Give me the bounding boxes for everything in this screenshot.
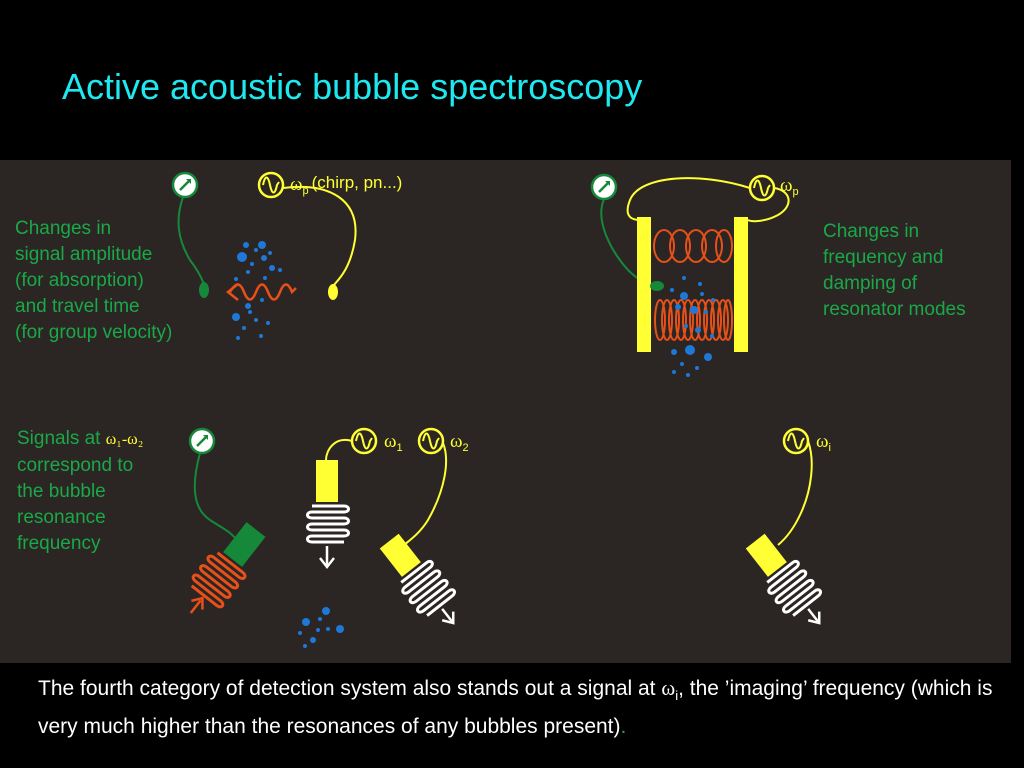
diagram-panel (0, 160, 1011, 663)
imaging-transducer (745, 533, 822, 625)
receiver-transducer (189, 522, 266, 614)
oscillator-2-icon (417, 427, 445, 455)
transmitter-2-cable (403, 442, 448, 546)
transmitter-cable (282, 185, 357, 287)
transmitter-2 (379, 533, 456, 625)
absorption-setup: ωp(chirp, pn...) (171, 171, 402, 340)
transmitter-cable-left (626, 177, 751, 221)
transmitter-cable-right (747, 187, 790, 223)
receiver-cable (177, 196, 205, 286)
transmitter-1-arrow-icon (319, 557, 335, 570)
imaging-setup: ωi (745, 427, 831, 625)
bubble-cloud (670, 276, 715, 377)
resonator-mode-high (654, 299, 733, 341)
mixing-note: Signals at ω₁-ω₂ correspond to the bubbl… (17, 428, 144, 554)
resonator-note: Changes in frequency and damping of reso… (823, 221, 966, 320)
bubble-cloud (298, 607, 344, 648)
acoustic-wave (228, 283, 297, 301)
transmitter-1-wave (306, 504, 350, 544)
bubble-cloud (232, 241, 282, 340)
resonator-plate-left (637, 217, 651, 352)
omega-p-label: ωp(chirp, pn...) (290, 173, 402, 197)
oscillator-icon (748, 174, 776, 202)
omega-1-label: ω1 (384, 431, 403, 454)
caption-text: The fourth category of detection system … (38, 676, 993, 739)
absorption-note: Changes in signal amplitude (for absorpt… (15, 218, 173, 343)
receiver-cable (193, 452, 239, 543)
oscillator-icon (782, 427, 810, 455)
receiver-meter-icon (188, 427, 216, 455)
oscillator-icon (257, 171, 285, 199)
resonator-setup: ωp (590, 173, 799, 377)
oscillator-1-icon (350, 427, 378, 455)
receiver-meter-icon (590, 173, 618, 201)
page-title: Active acoustic bubble spectroscopy (62, 66, 643, 107)
transmitter-1-cable (325, 438, 353, 461)
diagram-canvas: ωp(chirp, pn...) (171, 171, 831, 648)
resonator-mode-low (653, 229, 733, 263)
omega-difference-formula: ω₁-ω₂ (105, 431, 144, 448)
omega-2-label: ω2 (450, 431, 469, 454)
mixing-setup: ω1 ω2 (188, 427, 469, 648)
transmitter-cable (777, 440, 813, 546)
receiver-hydrophone (199, 282, 209, 298)
resonator-plate-right (734, 217, 748, 352)
wave-arrow-icon (225, 283, 239, 301)
omega-p-label: ωp (780, 175, 799, 198)
receiver-hydrophone (650, 281, 664, 291)
transmitter-1-body (316, 460, 338, 502)
omega-i-label: ωi (816, 431, 831, 454)
receiver-meter-icon (171, 171, 199, 199)
transmitter-hydrophone (328, 284, 338, 300)
